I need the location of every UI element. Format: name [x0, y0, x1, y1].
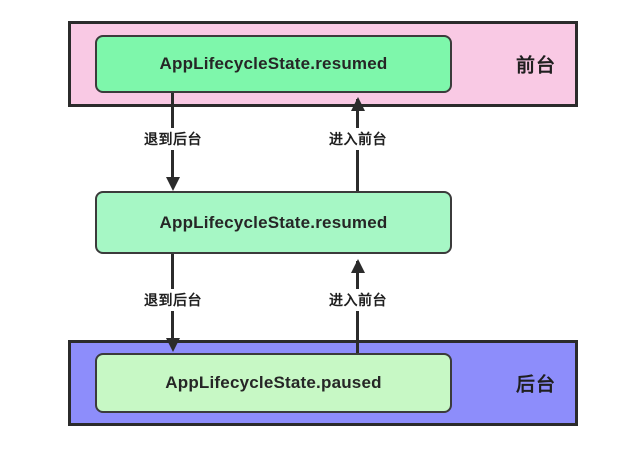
edge-label-bottom-to-mid: 进入前台: [325, 289, 391, 311]
zone-label-background: 后台: [515, 374, 556, 396]
edge-label-top-to-mid: 退到后台: [140, 128, 206, 150]
edge-label-mid-to-bottom: 退到后台: [140, 289, 206, 311]
arrowhead-down-mid-to-bottom: [165, 338, 180, 352]
arrowhead-down-top-to-mid: [165, 177, 180, 191]
state-box-resumed-foreground: AppLifecycleState.resumed: [95, 35, 452, 93]
arrowhead-up-mid-to-top: [350, 97, 365, 111]
state-box-resumed-middle: AppLifecycleState.resumed: [95, 191, 452, 254]
arrowhead-up-bottom-to-mid: [350, 259, 365, 273]
edge-label-mid-to-top: 进入前台: [325, 128, 391, 150]
zone-label-foreground: 前台: [515, 55, 556, 77]
state-box-paused-background: AppLifecycleState.paused: [95, 353, 452, 413]
